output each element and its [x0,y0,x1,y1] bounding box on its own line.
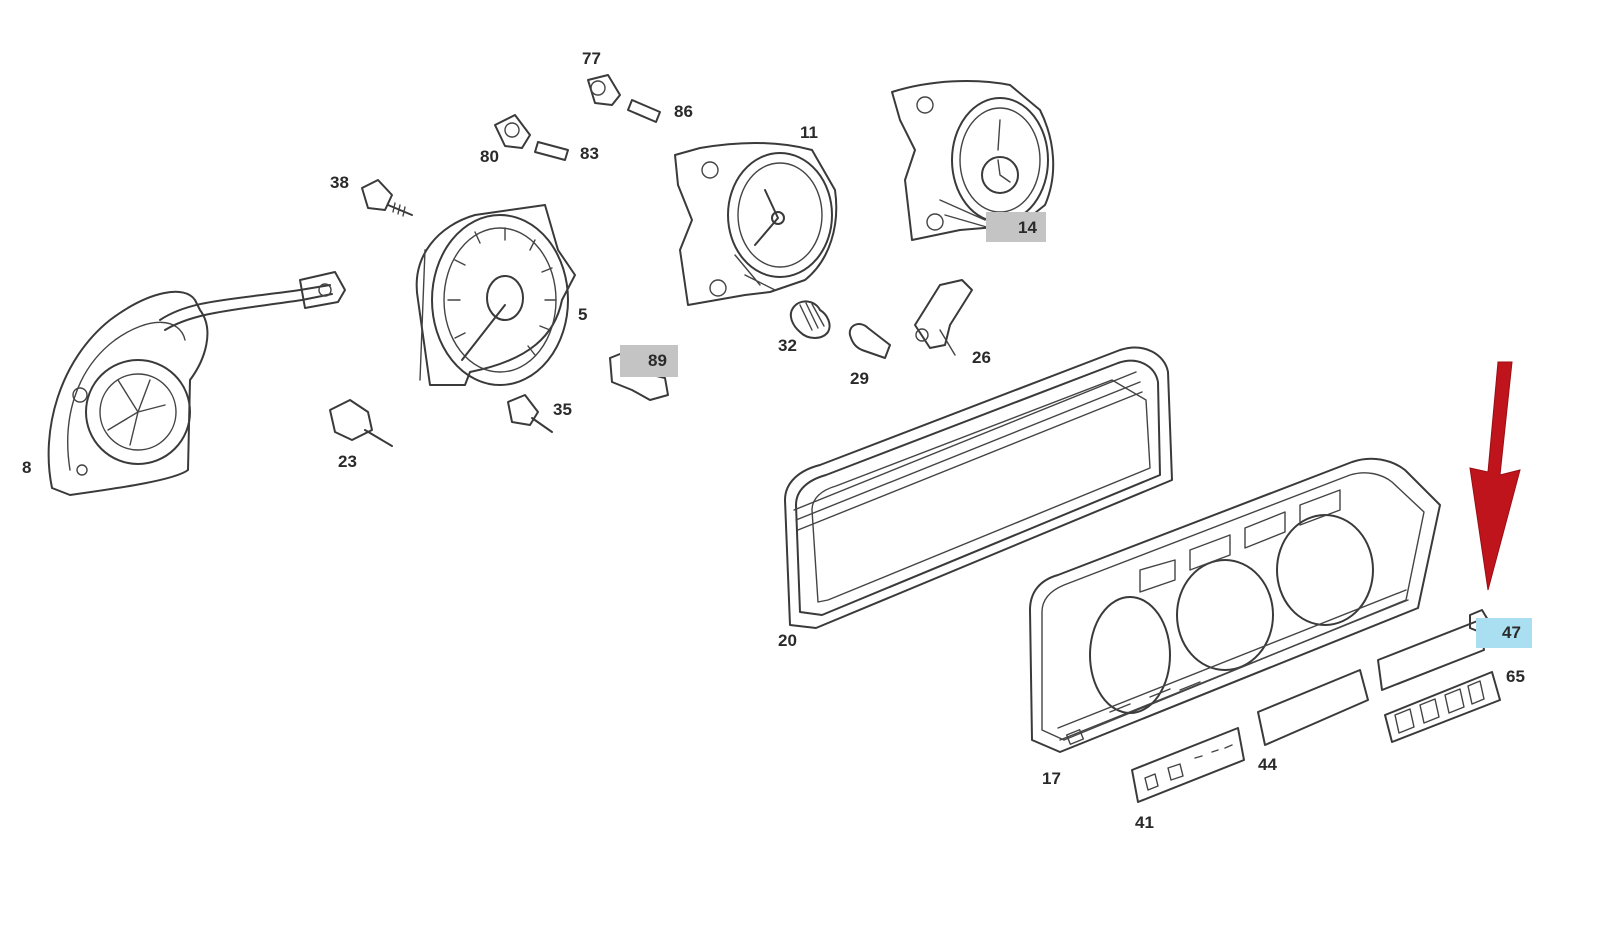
label-5: 5 [578,305,588,324]
label-86: 86 [674,102,693,121]
part-11-clock-gauge [674,142,838,306]
part-5-speedometer [415,204,576,386]
label-23: 23 [338,452,357,471]
label-47: 47 [1502,623,1521,642]
label-29: 29 [850,369,869,388]
label-77: 77 [582,49,601,68]
part-41-symbol-strip [1131,727,1245,803]
part-26-bracket [914,279,973,356]
part-38-screw [361,179,413,217]
label-41: 41 [1135,813,1154,832]
part-23-switch [329,399,393,447]
part-17-cluster-housing [1029,457,1441,753]
part-86-bulb [627,99,661,123]
label-83: 83 [580,144,599,163]
part-8-gauge-housing [47,271,346,496]
label-65: 65 [1506,667,1525,686]
label-35: 35 [553,400,572,419]
part-32-spring [789,300,831,339]
part-77-bulb-socket [587,74,621,106]
part-65-indicator-strip [1377,619,1501,743]
part-35-socket [507,394,553,433]
part-80-socket [494,114,531,149]
highlight-47 [1476,618,1532,648]
label-20: 20 [778,631,797,650]
label-38: 38 [330,173,349,192]
highlight-14 [986,212,1046,242]
label-17: 17 [1042,769,1061,788]
label-14: 14 [1018,218,1037,237]
part-20-lens-frame [784,346,1173,629]
part-29-bulb [848,323,891,359]
red-arrow-indicator [1469,361,1521,591]
highlight-89 [620,345,678,377]
label-32: 32 [778,336,797,355]
part-14-gauge [891,79,1055,241]
label-11: 11 [800,123,818,142]
label-80: 80 [480,147,499,166]
label-26: 26 [972,348,991,367]
label-89: 89 [648,351,667,370]
part-44-blank-strip [1257,669,1369,746]
label-44: 44 [1258,755,1277,774]
part-83-bulb [534,141,569,161]
label-8: 8 [22,458,32,477]
